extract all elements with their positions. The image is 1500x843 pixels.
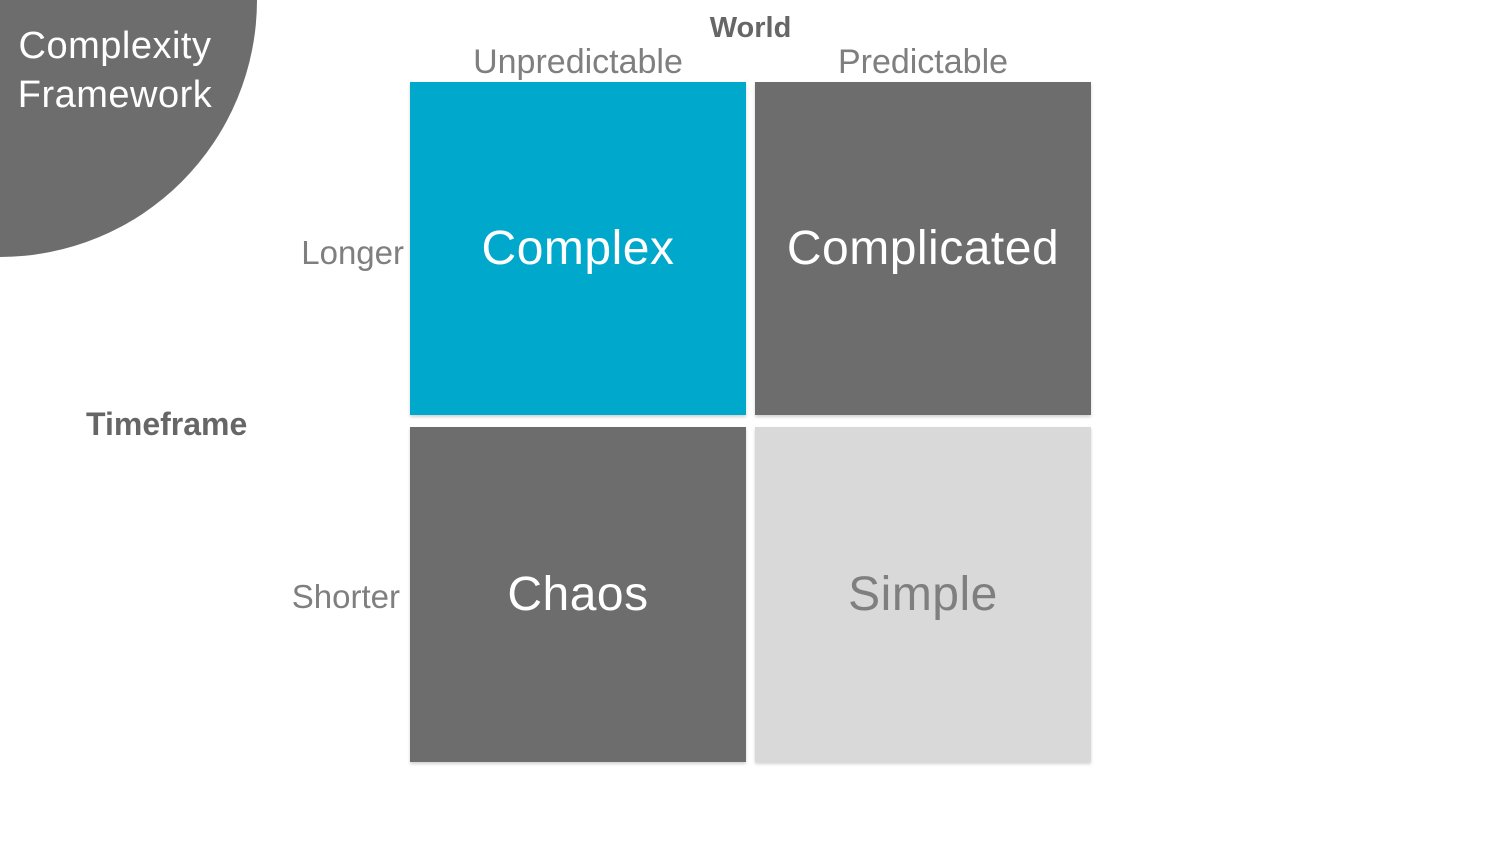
framework-title: Complexity Framework — [0, 22, 230, 120]
quadrant-complex: Complex — [410, 82, 746, 415]
quadrant-simple: Simple — [755, 427, 1091, 762]
quadrant-complicated: Complicated — [755, 82, 1091, 415]
column-label-unpredictable: Unpredictable — [473, 43, 683, 81]
quadrant-simple-label: Simple — [848, 568, 998, 621]
quadrant-complicated-label: Complicated — [786, 222, 1060, 275]
row-label-longer: Longer — [301, 234, 404, 271]
y-axis-title-timeframe: Timeframe — [86, 406, 248, 442]
column-label-predictable: Predictable — [837, 43, 1009, 81]
row-label-shorter: Shorter — [291, 578, 400, 615]
quadrant-chaos: Chaos — [410, 427, 746, 762]
framework-title-line2: Framework — [17, 74, 213, 116]
framework-title-line1: Complexity — [18, 25, 212, 67]
quadrant-chaos-label: Chaos — [507, 568, 649, 621]
quadrant-complex-label: Complex — [481, 222, 675, 275]
x-axis-title-world: World — [709, 12, 792, 44]
